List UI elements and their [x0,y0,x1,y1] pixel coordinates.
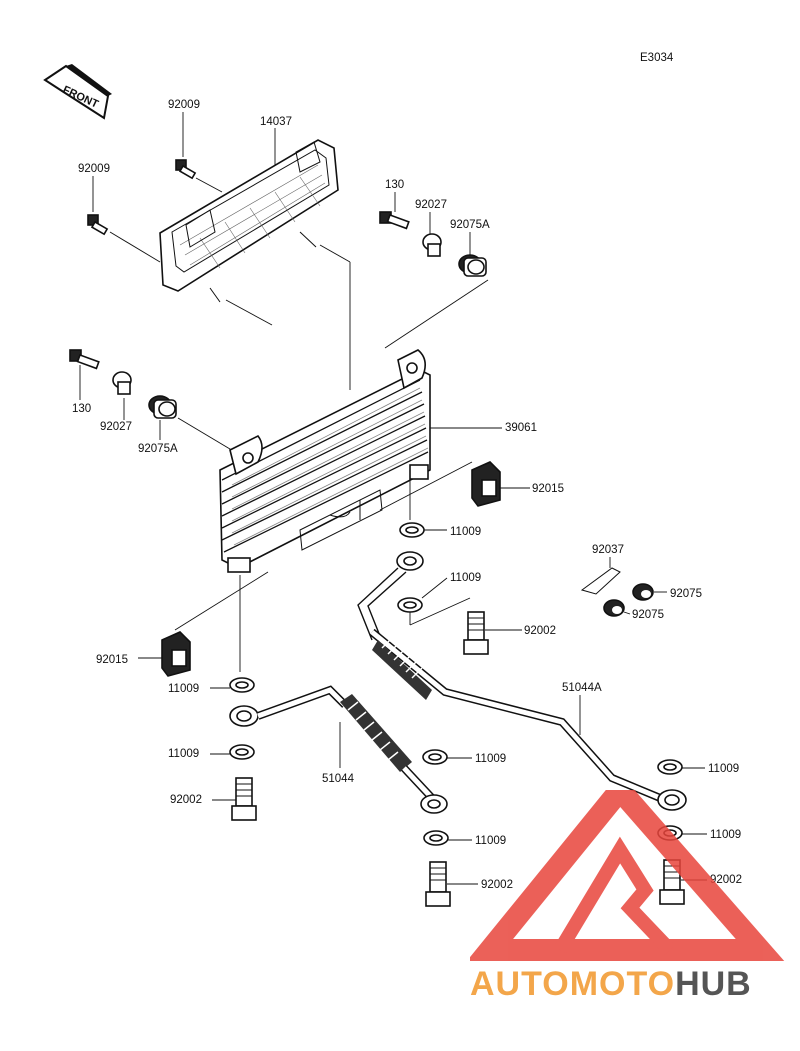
washer-11009-mid [397,597,423,613]
label-clip: 92037 [592,544,624,556]
washer-11009-far-1 [657,759,683,775]
watermark-text-1: AUTOMOTO [470,965,675,1000]
hose-51044 [229,685,448,814]
label-washer-mid: 11009 [450,572,481,584]
diagram-code: E3034 [640,52,674,64]
label-collar-top: 92027 [415,199,447,211]
hose-51044a [357,551,687,811]
collar-92027-left [112,371,132,395]
washer-11009-left-2 [229,744,255,760]
label-nut-right: 92015 [532,483,564,495]
label-bolt-top-1: 92009 [168,99,200,111]
grommet-92075-2 [603,599,625,617]
washer-11009-center-2 [423,830,449,846]
label-washer-center-2: 11009 [475,835,506,847]
watermark-triangle-inner [553,836,676,955]
washer-11009-left-1 [229,677,255,693]
label-bolt-far: 92002 [710,874,742,886]
label-washer-far-2: 11009 [710,829,741,841]
watermark-triangle-outer [470,790,785,961]
label-grommet-left: 92075A [138,443,178,455]
label-bolt-left: 92002 [170,794,202,806]
cover-14037 [159,139,339,303]
bolt-92009-left [87,214,109,236]
label-bolt-130-left: 130 [72,403,91,415]
label-grommet-small-1: 92075 [670,588,702,600]
label-hose-left: 51044 [322,773,355,785]
bolt-130-left [69,349,100,370]
automotohub-watermark-logo: AUTOMOTOHUB [470,790,785,1000]
bolt-92002-center [425,861,451,907]
label-grommet-top: 92075A [450,219,490,231]
label-washer-center-1: 11009 [475,753,506,765]
label-bolt-130-top: 130 [385,179,404,191]
grommet-92075a-top [458,254,487,277]
label-cover: 14037 [260,116,292,128]
watermark-text-2: HUB [675,965,752,1000]
bolt-92002-mid [463,611,489,655]
label-washer-left-2: 11009 [168,748,199,760]
svg-text:AUTOMOTOHUB: AUTOMOTOHUB [470,965,752,1000]
label-washer-left-1: 11009 [168,683,199,695]
washer-11009-center-1 [422,749,448,765]
collar-92027-top [422,233,442,257]
label-grommet-small-2: 92075 [632,609,664,621]
label-washer-far-1: 11009 [708,763,739,775]
label-bolt-mid: 92002 [524,625,556,637]
bolt-130-top [379,211,410,230]
grommet-92075-1 [632,583,654,601]
label-bolt-center: 92002 [481,879,513,891]
label-washer-right: 11009 [450,526,481,538]
nut-92015-right [471,461,501,507]
front-arrow-icon: FRONT [43,64,112,120]
bolt-92002-left [231,777,257,821]
grommet-92075a-left [148,395,177,419]
label-nut-left: 92015 [96,654,128,666]
label-bolt-top-2: 92009 [78,163,110,175]
washer-11009-cooler [399,522,425,538]
nut-92015-left [161,631,191,677]
label-oil-cooler: 39061 [505,422,537,434]
label-collar-left: 92027 [100,421,132,433]
clip-92037 [580,567,621,595]
bolt-92009-top [175,159,197,180]
oil-cooler-39061 [219,349,431,573]
label-hose-right: 51044A [562,682,602,694]
